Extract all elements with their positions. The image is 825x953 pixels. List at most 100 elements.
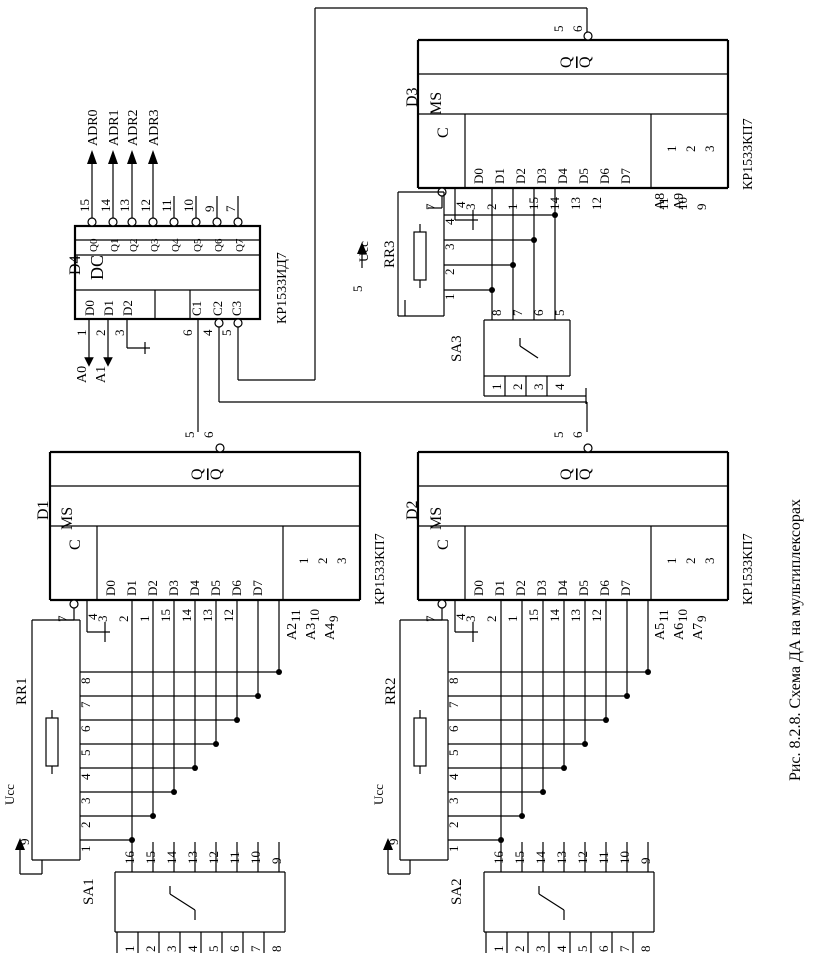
mux-sel-0-group: 1	[664, 146, 679, 153]
mux-d-7: D7	[618, 168, 633, 184]
sa3-rpin-1: 7	[510, 309, 525, 316]
dec-out-bubble-2	[127, 217, 137, 227]
mux-d-5-group: D5	[576, 168, 591, 184]
sw-pin-1-group: 2	[512, 946, 527, 953]
mux-c-pin: 7	[423, 615, 438, 622]
arrow-up-icon	[357, 242, 367, 254]
sw-pin-4: 5	[575, 946, 590, 953]
mux-d-2-group: D2	[145, 580, 160, 596]
sw-rpin-3: 13	[554, 851, 569, 864]
sw-rpin-1: 15	[512, 851, 527, 864]
mux-sel-1: 2	[683, 558, 698, 565]
arrow-up-icon	[127, 150, 137, 164]
mux-dpin-1: 2	[116, 616, 131, 623]
mux-d-0: D0	[471, 580, 486, 596]
mux-c-pin4: 4	[453, 201, 468, 208]
sig-a2: A2	[285, 623, 300, 640]
dec-out-0: Q0	[88, 238, 100, 252]
mux-sel-2: 3	[702, 146, 717, 153]
adr-1-group: ADR1	[107, 109, 122, 146]
mux-d-7: D7	[250, 580, 265, 596]
sw-pin-7-group: 8	[638, 946, 653, 953]
switch-icon	[538, 893, 565, 911]
res-pin-4: 5	[78, 750, 93, 757]
mux-d-4-group: D4	[555, 580, 570, 596]
mux-c-label: C	[435, 127, 452, 138]
mux-d-6-group: D6	[229, 580, 244, 596]
res-pin-6-group: 7	[78, 701, 93, 708]
res-pin-6: 7	[78, 701, 93, 708]
res-pin-7-group: 8	[78, 678, 93, 685]
adr-1: ADR1	[107, 109, 122, 146]
dec-out-pin-1-group: 14	[98, 199, 113, 213]
mux-d-1: D1	[492, 580, 507, 596]
sw-pin-5: 6	[227, 945, 242, 952]
mux-dpin-0: 3	[95, 616, 110, 623]
d3-part: КР1533КП7	[741, 118, 756, 190]
sw-pin-7: 8	[269, 946, 284, 953]
mux-c-pin: 7	[55, 615, 70, 622]
arrow-up-icon	[383, 838, 393, 850]
sa1-label: SA1	[81, 878, 97, 905]
sw-pin-0: 1	[122, 946, 137, 953]
sw-rpin-6-group: 10	[617, 851, 632, 864]
mux-d-2-group: D2	[513, 580, 528, 596]
res-pin-5: 6	[446, 725, 461, 732]
mux-selpin-1: 10	[307, 609, 322, 622]
mux-sel-0: 1	[296, 558, 311, 565]
sw-rpin-0: 16	[491, 851, 506, 865]
mux-dpin-0-group: 3	[95, 616, 110, 623]
dec-out-pin-4-group: 11	[159, 199, 174, 212]
figure-caption: Рис. 8.2.8. Схема ДА на мультиплексорах	[787, 499, 804, 781]
res-pin-5-group: 6	[78, 725, 93, 732]
mux-sel-0-group: 1	[296, 558, 311, 565]
mux-dpin-1: 2	[484, 616, 499, 623]
res-pin-1: 2	[446, 822, 461, 829]
mux-c-bubble	[437, 599, 447, 609]
sw-pin-2: 3	[164, 946, 179, 953]
mux-dpin-4-group: 14	[179, 609, 194, 623]
mux-dpin-4: 14	[179, 609, 194, 623]
mux-sel-1-group: 2	[315, 558, 330, 565]
rr3-pin-3-group: 4	[442, 218, 457, 225]
mux-sel-1: 2	[315, 558, 330, 565]
res-pin-7: 8	[78, 678, 93, 685]
sw-pin-5-group: 6	[227, 945, 242, 952]
mux-dpin-3: 15	[526, 609, 541, 622]
mux-c-label-group: C	[67, 539, 84, 550]
sw-rpin-5-group: 11	[227, 851, 242, 864]
res-pin-5: 6	[78, 725, 93, 732]
dec-out-7: Q7	[234, 238, 246, 252]
mux-sel-2-group: 3	[702, 558, 717, 565]
mux-c-pin4: 4	[453, 613, 468, 620]
mux-dpin-6-group: 12	[589, 197, 604, 210]
res-pin-5-group: 6	[446, 725, 461, 732]
res-pin-1: 2	[78, 822, 93, 829]
sw-pin-2-group: 3	[164, 946, 179, 953]
dec-c1: C1	[189, 301, 204, 316]
mux-d-5: D5	[576, 580, 591, 596]
dec-out-bubble-7	[233, 217, 243, 227]
mux-sel-1-group: 2	[683, 558, 698, 565]
mux-d-4: D4	[555, 168, 570, 184]
rr3-label: RR3	[382, 240, 398, 268]
sa3-pin-3-group: 4	[552, 383, 567, 390]
dec-out-pin-3-group: 12	[138, 199, 153, 212]
sig-a5: A5	[653, 623, 668, 640]
adr-3-group: ADR3	[147, 109, 162, 146]
sw-rpin-2: 14	[164, 851, 179, 865]
dec-out-bubble-1	[108, 217, 118, 227]
mux-c-label: C	[67, 539, 84, 550]
sa3-rpin-3: 5	[552, 310, 567, 317]
rr3-pin-0-group: 1	[442, 294, 457, 301]
sa3-pin-1: 2	[510, 384, 525, 391]
mux-selpin-1-group: 10	[307, 609, 322, 622]
mux-c-label-group: C	[435, 127, 452, 138]
dec-in-pin-1: 1	[74, 330, 89, 337]
rr3-pin-1: 2	[442, 269, 457, 276]
dec-in-0: D0	[82, 300, 97, 316]
mux-d-1-group: D1	[492, 580, 507, 596]
d2-qn: Q	[577, 468, 594, 480]
sw-pin-3: 4	[185, 945, 200, 952]
dec-out-bubble-3	[148, 217, 158, 227]
